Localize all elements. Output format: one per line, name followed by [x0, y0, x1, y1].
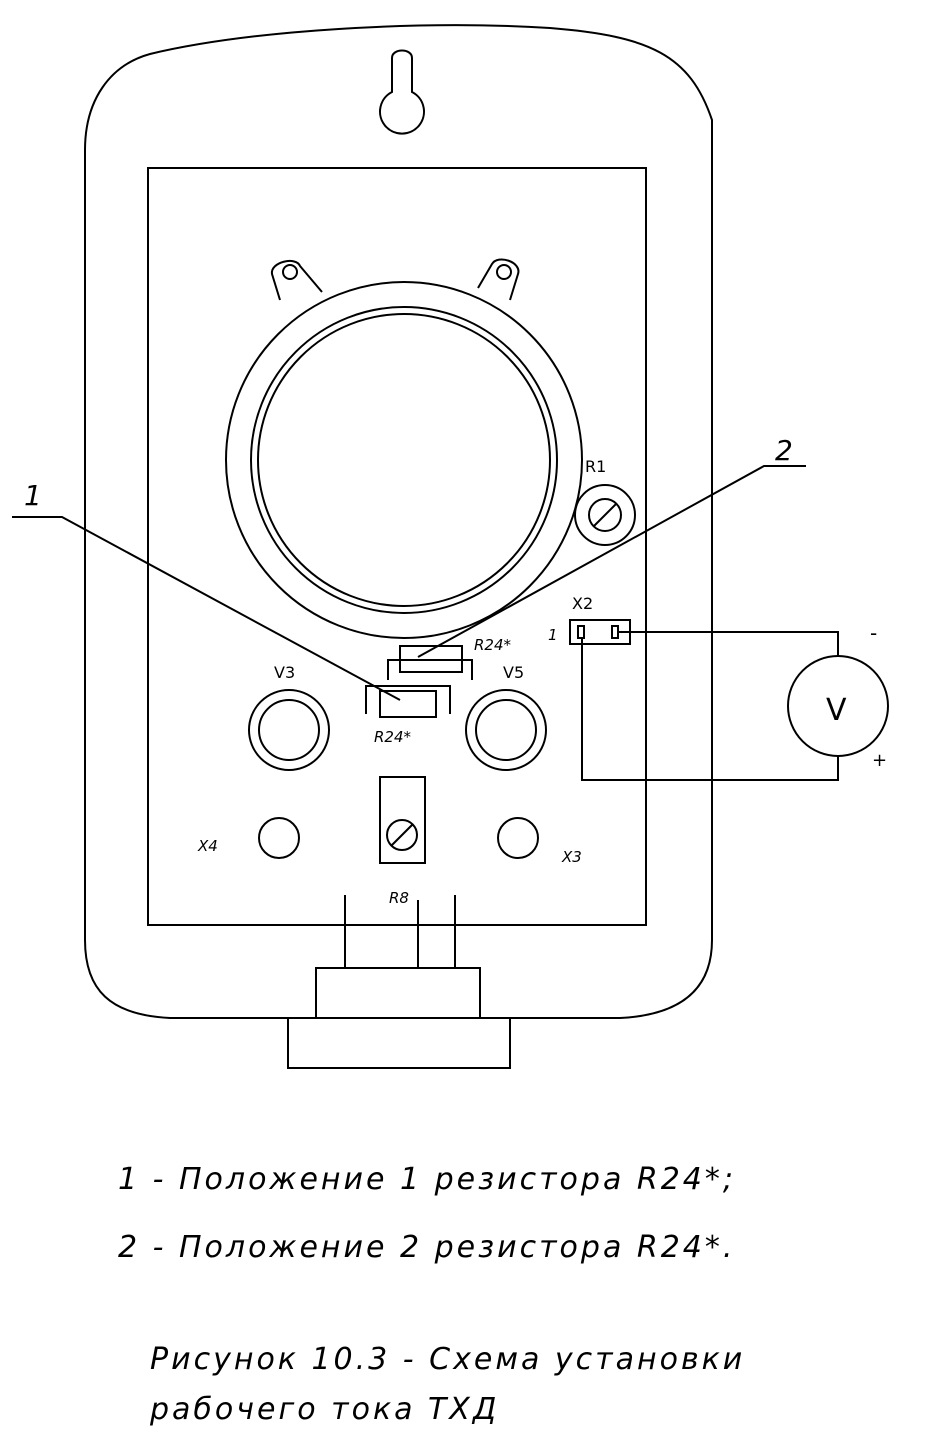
left-lug-hole [282, 264, 298, 280]
voltmeter-label: V [826, 693, 847, 728]
v5-socket-inner [475, 699, 537, 761]
v3-socket-outer [248, 689, 330, 771]
r8-label: R8 [389, 889, 409, 907]
x2-pin-label: 1 [548, 626, 558, 644]
r8-trimmer-slot [390, 823, 414, 847]
device-diagram: 1 2 R1 X2 1 - + V R24* R24* V3 V5 X4 X3 … [12, 24, 889, 1069]
r1-label: R1 [585, 457, 606, 476]
wire-plus [581, 638, 839, 781]
x2-label: X2 [572, 594, 593, 613]
housing-outline [84, 24, 713, 1019]
gauge-inner-ring [250, 306, 558, 614]
r24-pos1-label: R24* [374, 728, 412, 746]
plus-label: + [872, 750, 887, 771]
r24-pos2-label: R24* [474, 636, 512, 654]
cable-plug [287, 1017, 511, 1069]
v3-socket-inner [258, 699, 320, 761]
r1-trimmer-inner [588, 498, 622, 532]
r24-pos1-bracket [365, 685, 451, 714]
minus-label: - [870, 621, 877, 645]
callout-2-leader [417, 465, 806, 658]
x2-pin-2 [611, 625, 619, 639]
r1-trimmer-slot [593, 503, 617, 527]
r24-pos2-bracket [387, 659, 473, 680]
callout-2-label: 2 [775, 434, 793, 467]
x3-label: X3 [561, 848, 582, 866]
wire-minus [618, 631, 839, 656]
x2-pin-1 [577, 625, 585, 639]
x4-jack [258, 817, 300, 859]
right-lug-hole [496, 264, 512, 280]
callout-1-leader [12, 516, 401, 701]
r24-pos2-resistor [399, 645, 463, 673]
gauge-window [257, 313, 551, 607]
figure-caption-line-1: Рисунок 10.3 - Схема установки [150, 1342, 746, 1377]
r8-trimmer-screw [386, 819, 418, 851]
right-mounting-lug [477, 258, 520, 301]
left-mounting-lug [271, 259, 323, 301]
r24-pos1-resistor [379, 690, 437, 718]
voltmeter-symbol [787, 655, 889, 757]
r8-trimmer-body [379, 776, 426, 864]
v3-label: V3 [274, 663, 295, 682]
legend-item-1: 1 - Положение 1 резистора R24*; [118, 1162, 736, 1197]
keyhole-icon [379, 49, 425, 135]
x3-jack [497, 817, 539, 859]
r1-trimmer-outer [574, 484, 636, 546]
figure-caption-line-2: рабочего тока ТХД [150, 1392, 500, 1427]
board-outline [147, 167, 647, 926]
x4-label: X4 [197, 837, 218, 855]
gauge-outer-ring [225, 281, 583, 639]
v5-label: V5 [503, 663, 524, 682]
legend-item-2: 2 - Положение 2 резистора R24*. [118, 1230, 736, 1265]
v5-socket-outer [465, 689, 547, 771]
callout-1-label: 1 [24, 479, 42, 512]
cable-gland [315, 967, 481, 1019]
